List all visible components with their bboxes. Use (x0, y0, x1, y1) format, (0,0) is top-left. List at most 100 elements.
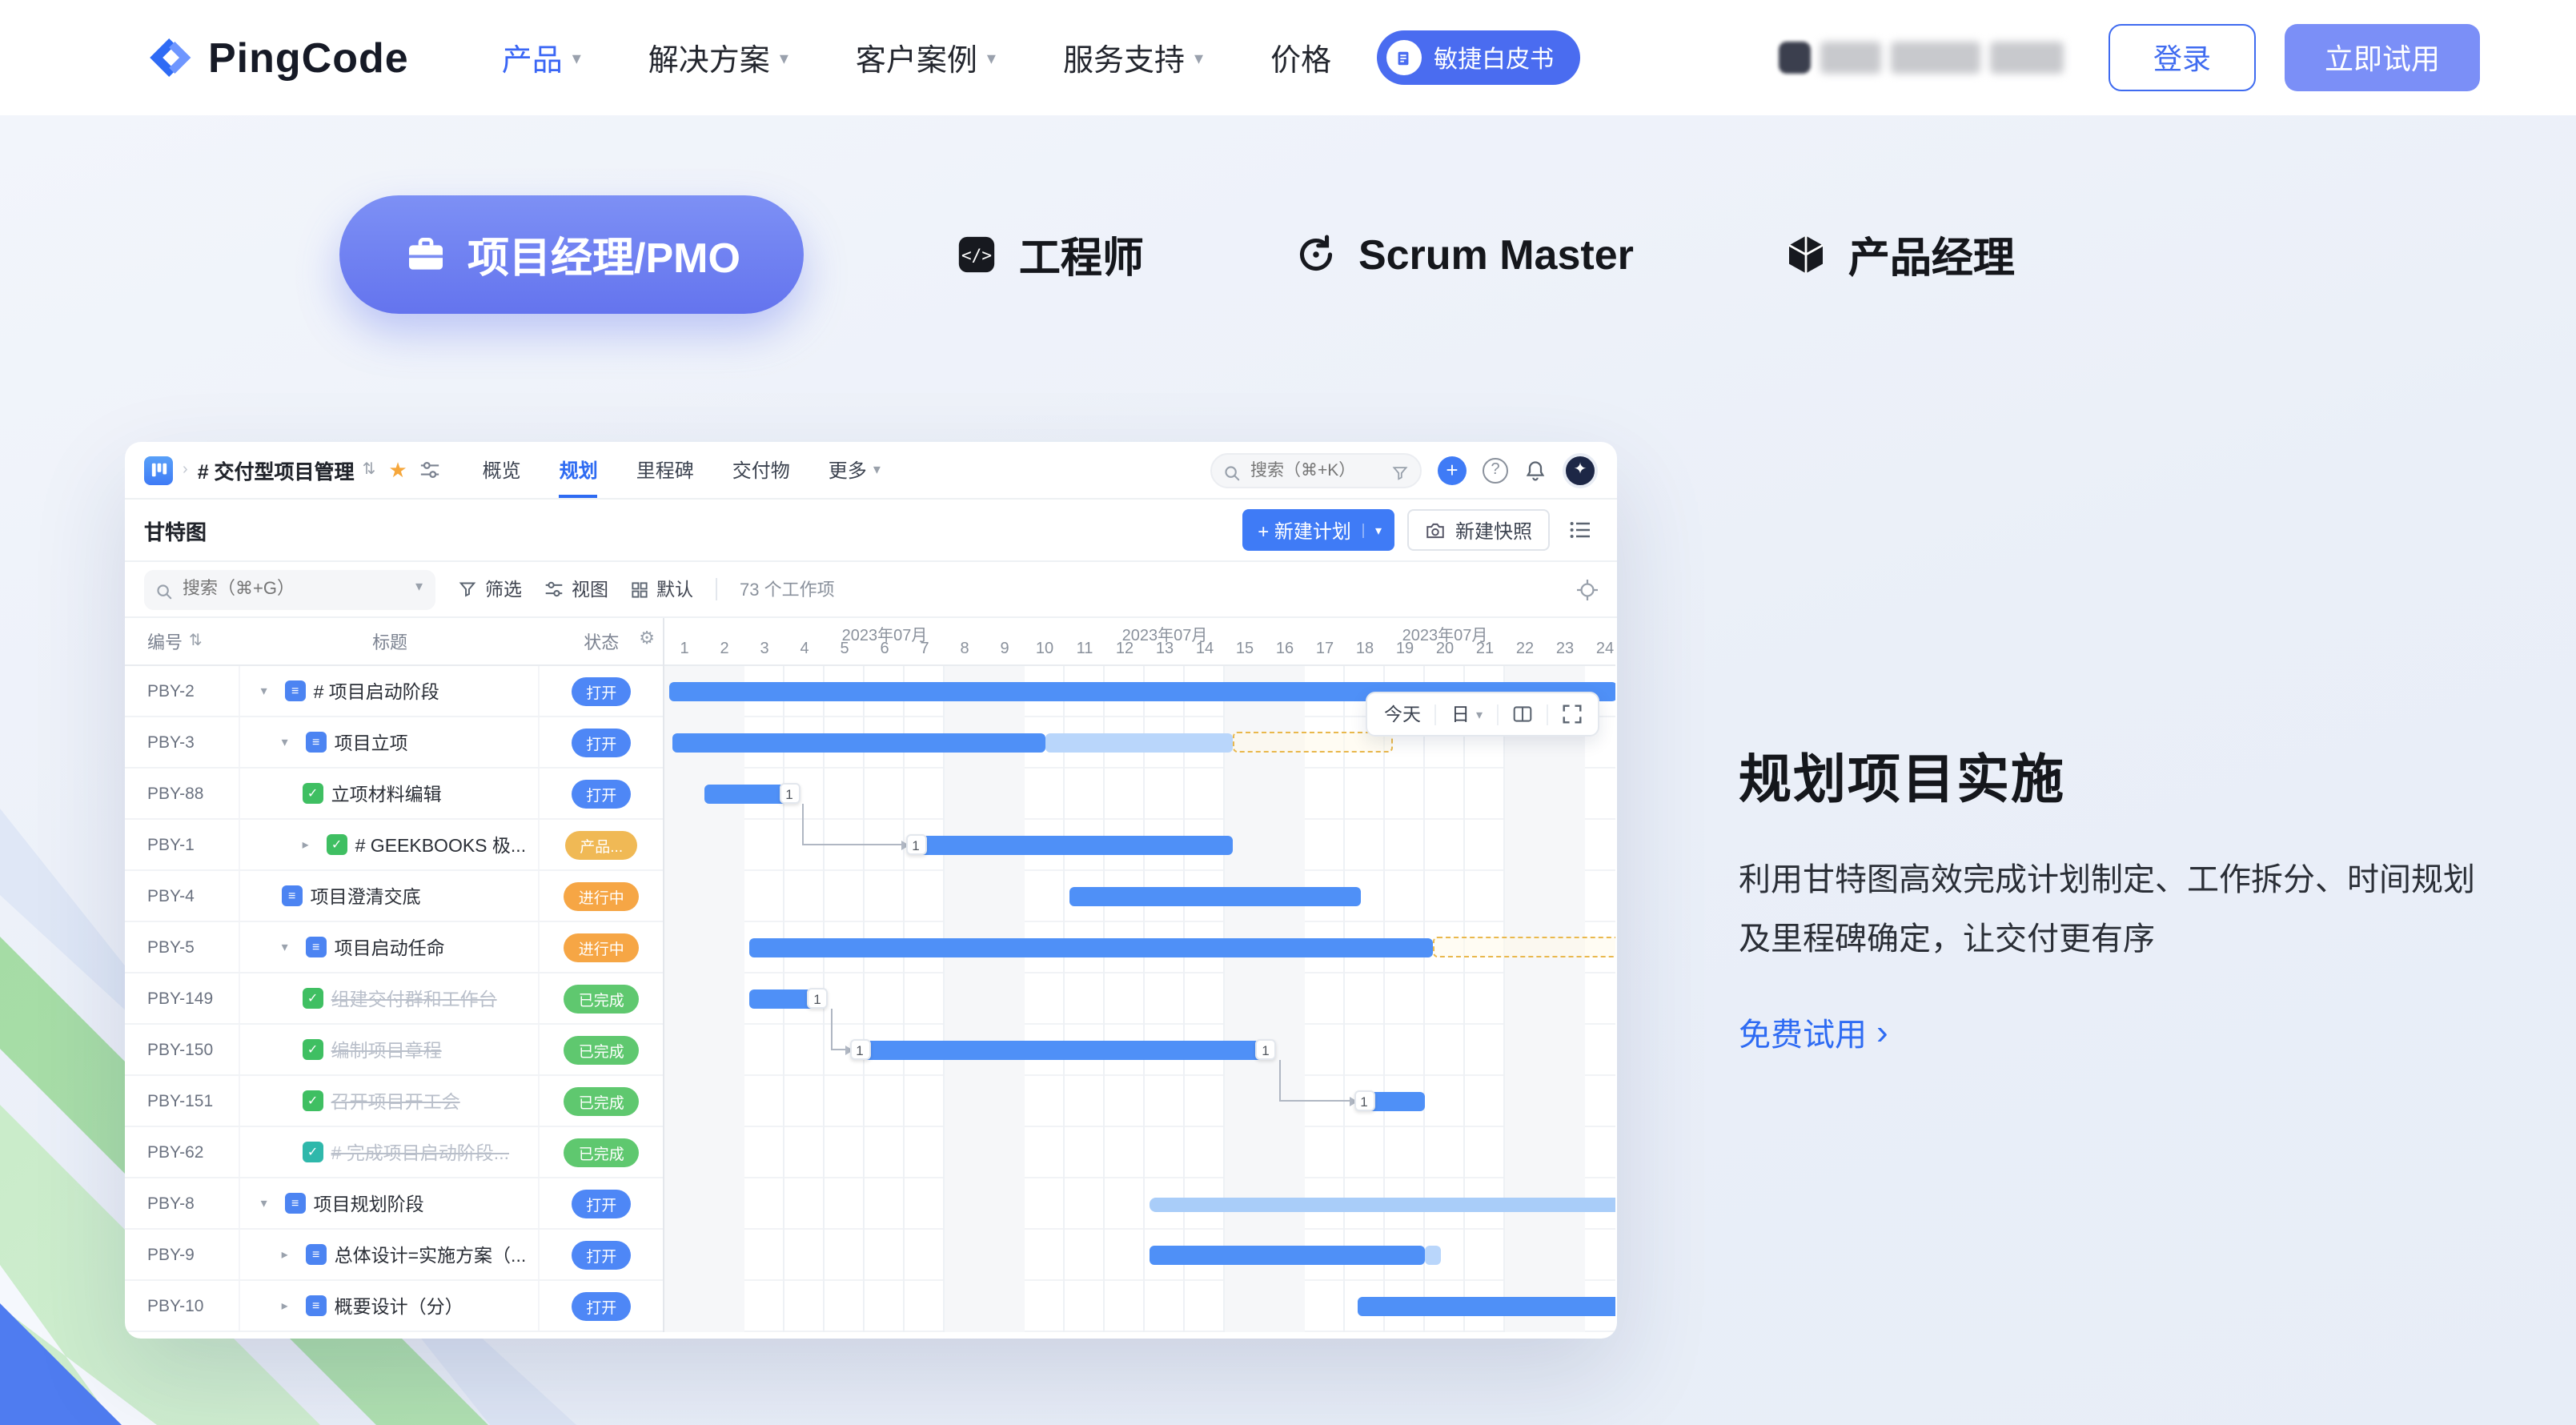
work-item-title[interactable]: # GEEKBOOKS 极... (355, 837, 527, 856)
work-item-title[interactable]: 项目澄清交底 (310, 888, 421, 907)
work-item-row[interactable]: PBY-4≡项目澄清交底进行中 (125, 871, 663, 922)
persona-tab-2[interactable]: </>工程师 (955, 225, 1144, 284)
zoom-level-dropdown[interactable]: 日 ▾ (1451, 701, 1483, 727)
work-item-title[interactable]: 项目规划阶段 (313, 1195, 424, 1214)
work-item-title[interactable]: # 项目启动阶段 (313, 683, 439, 702)
assignee-count-chip[interactable]: 1 (905, 834, 926, 855)
gantt-bar[interactable]: 1 (905, 834, 1233, 855)
app-tab-2[interactable]: 规划 (559, 442, 598, 498)
project-icon[interactable] (144, 456, 173, 484)
try-now-button[interactable]: 立即试用 (2285, 24, 2480, 91)
status-badge[interactable]: 已完成 (564, 1086, 639, 1115)
work-item-title[interactable]: # 完成项目启动阶段... (331, 1144, 509, 1163)
gantt-bar[interactable] (1069, 887, 1361, 906)
locate-target-icon[interactable] (1577, 579, 1598, 600)
whitepaper-badge[interactable]: 敏捷白皮书 (1376, 30, 1580, 85)
work-item-row[interactable]: PBY-5▾≡项目启动任命进行中 (125, 922, 663, 973)
search-filter-icon[interactable] (1391, 460, 1409, 489)
status-badge[interactable]: 进行中 (564, 933, 639, 961)
work-item-row[interactable]: PBY-9▸≡总体设计=实施方案（...打开 (125, 1230, 663, 1281)
app-tab-3[interactable]: 里程碑 (636, 442, 694, 498)
view-button[interactable]: 视图 (544, 576, 608, 602)
project-switch-icon[interactable]: ⇅ (362, 461, 376, 479)
status-badge[interactable]: 打开 (572, 779, 632, 808)
favorite-star-icon[interactable]: ★ (388, 457, 407, 481)
chevron-down-icon[interactable]: ▾ (281, 735, 288, 749)
column-header-status[interactable]: 状态 ⚙ (540, 628, 664, 654)
today-button[interactable]: 今天 (1383, 706, 1421, 725)
nav-item-4[interactable]: 服务支持▾ (1063, 36, 1203, 79)
global-search-input[interactable] (1210, 452, 1422, 488)
work-item-row[interactable]: PBY-88✓立项材料编辑打开 (125, 769, 663, 820)
work-item-title[interactable]: 立项材料编辑 (331, 785, 442, 805)
sort-icon[interactable]: ⇅ (189, 632, 203, 650)
nav-item-1[interactable]: 产品▾ (502, 36, 581, 79)
gantt-bar[interactable]: 1 (748, 988, 828, 1009)
gantt-bar[interactable] (672, 733, 1045, 753)
status-badge[interactable]: 产品... (565, 830, 638, 859)
work-item-title[interactable]: 项目启动任命 (334, 939, 445, 958)
gantt-bar[interactable]: 1 (1354, 1090, 1425, 1111)
gantt-bar[interactable] (748, 938, 1433, 957)
split-pane-icon[interactable] (1513, 704, 1532, 724)
nav-item-5[interactable]: 价格 (1270, 36, 1331, 79)
logo[interactable]: PingCode (141, 32, 409, 83)
help-icon[interactable]: ? (1483, 457, 1508, 483)
project-settings-icon[interactable] (420, 460, 441, 480)
gantt-bar[interactable] (1149, 1198, 1615, 1212)
chevron-down-icon[interactable]: ▾ (415, 577, 423, 593)
work-item-row[interactable]: PBY-2▾≡# 项目启动阶段打开 (125, 666, 663, 717)
fullscreen-icon[interactable] (1563, 704, 1582, 724)
status-badge[interactable]: 进行中 (564, 881, 639, 910)
new-snapshot-button[interactable]: 新建快照 (1406, 509, 1550, 551)
gantt-bar[interactable] (1425, 1246, 1441, 1265)
status-badge[interactable]: 打开 (572, 1189, 632, 1218)
chevron-down-icon[interactable]: ▾ (260, 684, 267, 698)
gantt-bar[interactable] (1045, 733, 1233, 753)
gantt-bar[interactable]: 1 (704, 783, 800, 804)
status-badge[interactable]: 打开 (572, 728, 632, 757)
create-plus-button[interactable]: + (1438, 456, 1467, 484)
work-item-row[interactable]: PBY-1▸✓# GEEKBOOKS 极...产品... (125, 820, 663, 871)
app-tab-1[interactable]: 概览 (483, 442, 521, 498)
project-title[interactable]: # 交付型项目管理 (197, 461, 355, 484)
work-item-row[interactable]: PBY-62✓# 完成项目启动阶段...已完成 (125, 1127, 663, 1178)
chevron-right-icon[interactable]: ▸ (281, 1247, 288, 1262)
column-settings-gear-icon[interactable]: ⚙ (639, 628, 656, 648)
assignee-count-chip[interactable]: 1 (779, 783, 800, 804)
work-item-title[interactable]: 项目立项 (334, 734, 408, 753)
login-button[interactable]: 登录 (2109, 24, 2256, 91)
work-item-row[interactable]: PBY-10▸≡概要设计（分）打开 (125, 1281, 663, 1332)
chevron-right-icon[interactable]: ▸ (281, 1299, 288, 1313)
free-trial-link[interactable]: 免费试用 › (1739, 1009, 1888, 1055)
status-badge[interactable]: 已完成 (564, 1138, 639, 1166)
assignee-count-chip[interactable]: 1 (807, 988, 828, 1009)
notifications-bell-icon[interactable] (1524, 459, 1547, 481)
persona-tab-4[interactable]: 产品经理 (1784, 225, 2015, 284)
chevron-down-icon[interactable]: ▾ (281, 940, 288, 954)
new-plan-button[interactable]: + 新建计划 ▾ (1242, 509, 1394, 551)
gantt-bar[interactable] (1357, 1297, 1615, 1316)
work-item-title[interactable]: 总体设计=实施方案（... (334, 1246, 527, 1266)
work-item-row[interactable]: PBY-151✓召开项目开工会已完成 (125, 1076, 663, 1127)
persona-tab-1[interactable]: 项目经理/PMO (339, 195, 804, 314)
view-list-icon[interactable] (1563, 512, 1598, 548)
nav-item-2[interactable]: 解决方案▾ (648, 36, 788, 79)
work-item-title[interactable]: 编制项目章程 (331, 1042, 442, 1061)
chevron-down-icon[interactable]: ▾ (260, 1196, 267, 1210)
nav-item-3[interactable]: 客户案例▾ (856, 36, 996, 79)
work-item-title[interactable]: 召开项目开工会 (331, 1093, 460, 1112)
default-view-button[interactable]: 默认 (631, 576, 693, 602)
assignee-count-chip[interactable]: 1 (849, 1039, 870, 1060)
status-badge[interactable]: 打开 (572, 676, 632, 705)
work-item-row[interactable]: PBY-3▾≡项目立项打开 (125, 717, 663, 769)
work-item-title[interactable]: 概要设计（分） (334, 1298, 463, 1317)
gantt-bar[interactable] (1233, 732, 1393, 753)
status-badge[interactable]: 已完成 (564, 984, 639, 1013)
persona-tab-3[interactable]: Scrum Master (1294, 230, 1634, 279)
app-tab-5[interactable]: 更多▾ (829, 442, 881, 498)
app-tab-4[interactable]: 交付物 (732, 442, 790, 498)
assignee-count-chip[interactable]: 1 (1354, 1090, 1374, 1111)
assignee-count-chip[interactable]: 1 (1255, 1039, 1276, 1060)
gantt-bar[interactable] (1149, 1246, 1425, 1265)
